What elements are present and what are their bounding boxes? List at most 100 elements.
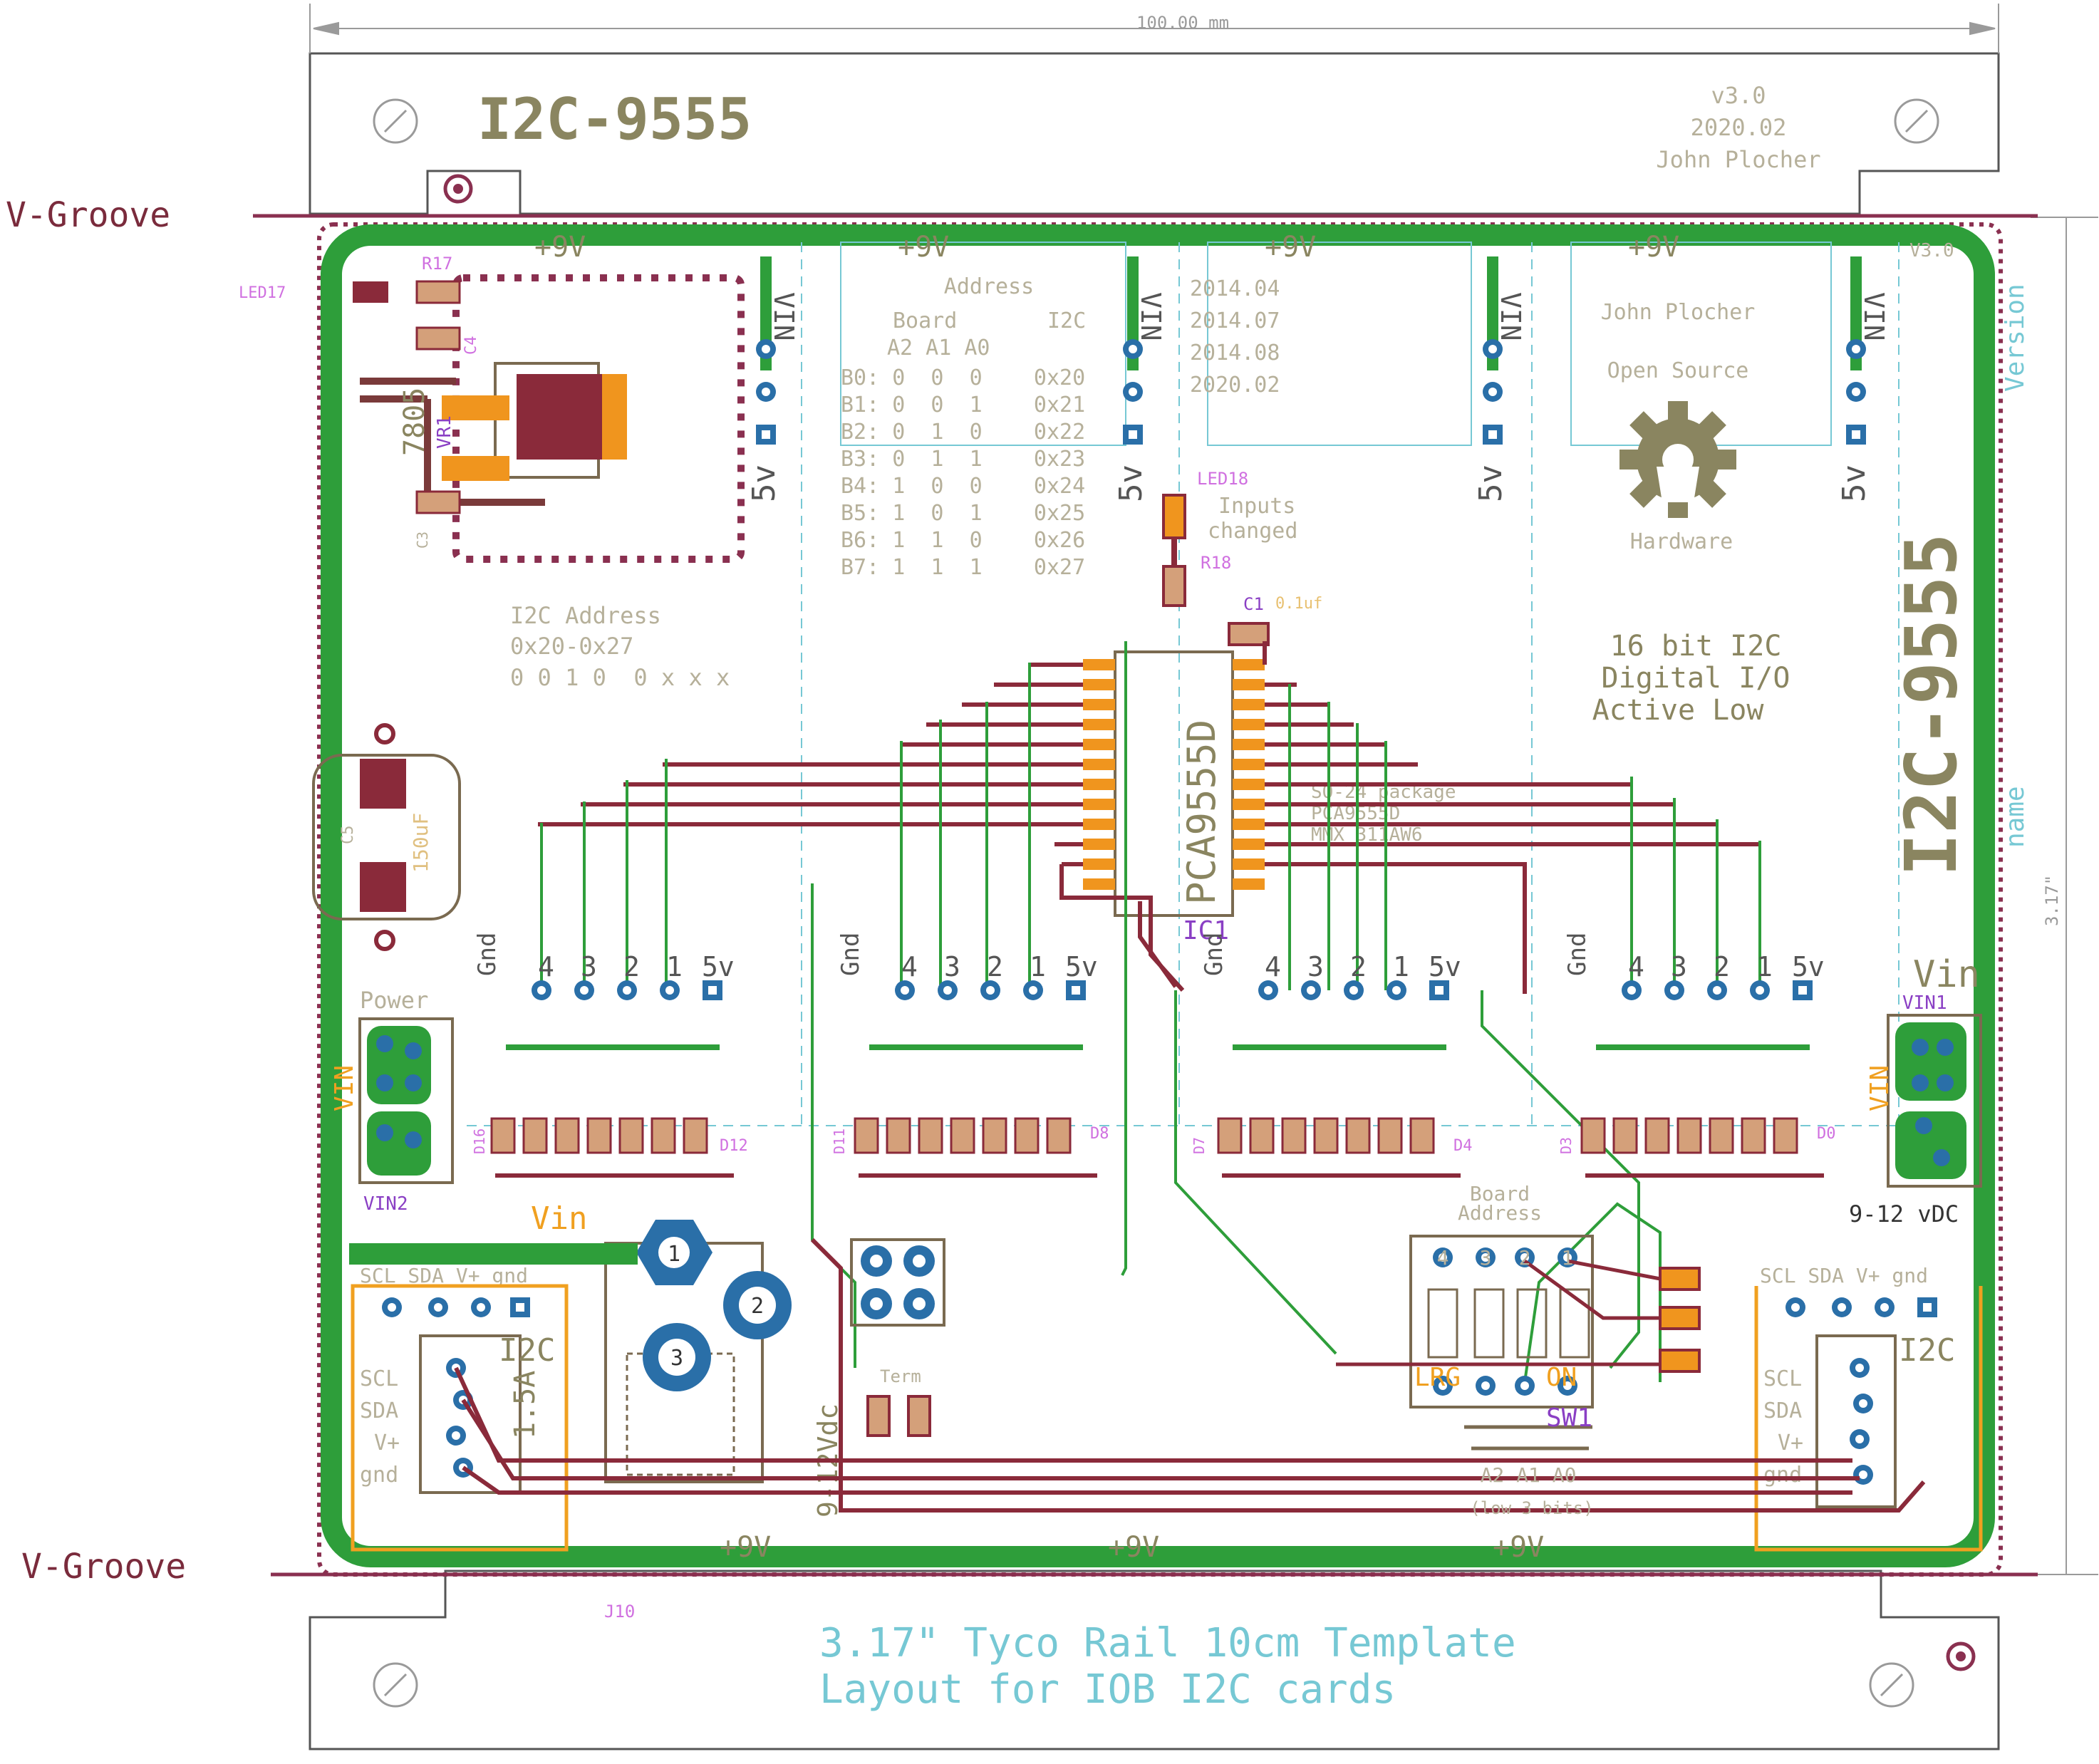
- svg-text:1: 1: [666, 951, 683, 982]
- i2c-right-top-labels: SCL SDA V+ gnd: [1760, 1264, 1928, 1287]
- power-label: Power: [360, 987, 428, 1014]
- i2c-right-gnd: gnd: [1763, 1463, 1802, 1488]
- svg-text:3: 3: [1671, 951, 1687, 982]
- description-3: Active Low: [1592, 694, 1765, 727]
- svg-text:1: 1: [1030, 951, 1046, 982]
- diode-ref-d12: D12: [720, 1137, 748, 1155]
- svg-text:VIN: VIN: [1858, 292, 1890, 341]
- sw-left-label: LRG: [1414, 1363, 1461, 1392]
- dip-num-1: 1: [1562, 1246, 1574, 1270]
- r18-label: R18: [1201, 553, 1231, 573]
- svg-text:VIN: VIN: [768, 292, 799, 341]
- side-version: Version: [2001, 284, 2030, 392]
- footer-line2: Layout for IOB I2C cards: [819, 1666, 1396, 1713]
- vin-big: Vin: [1913, 953, 1980, 996]
- diode-ref-d16: D16: [471, 1129, 488, 1154]
- r17-label: R17: [422, 254, 452, 274]
- vin-left-label: VIN: [330, 1065, 359, 1111]
- c5-capacitor: [312, 723, 461, 951]
- inputs-changed-1: Inputs: [1218, 494, 1295, 519]
- side-name: I2C-9555: [1890, 533, 1973, 876]
- diode-ref-d11: D11: [831, 1129, 848, 1154]
- i2c-connector-right: [1754, 1286, 1983, 1552]
- c1-label: C1: [1243, 594, 1264, 614]
- description-1: 16 bit I2C: [1610, 630, 1782, 663]
- svg-text:3: 3: [1307, 951, 1324, 982]
- mounting-holes: [373, 98, 1939, 1708]
- i2c-address-line1: I2C Address: [510, 602, 661, 629]
- svg-text:A2 A1 A0: A2 A1 A0: [887, 336, 990, 360]
- svg-text:2014.04: 2014.04: [1190, 276, 1280, 301]
- svg-text:B0: 0 0 0 0x20: B0: 0 0 0 0x20: [841, 365, 1085, 390]
- voltage-spec: 9-12 vDC: [1849, 1200, 1959, 1228]
- jack-pin-3: 3: [670, 1346, 683, 1371]
- i2c-left-top-labels: SCL SDA V+ gnd: [360, 1264, 528, 1287]
- svg-text:5v: 5v: [1836, 465, 1872, 502]
- svg-text:2: 2: [987, 951, 1003, 982]
- author: John Plocher: [1601, 300, 1756, 325]
- svg-text:Gnd: Gnd: [1563, 933, 1592, 976]
- dip-num-4: 4: [1437, 1246, 1449, 1270]
- a-bits-note: (low 3 bits): [1470, 1498, 1593, 1518]
- j10-label: J10: [604, 1602, 635, 1622]
- io-header-group-3: Gnd 4 3 2 1 5v: [1200, 933, 1461, 1178]
- vin1-label: VIN1: [1902, 992, 1947, 1014]
- board-address-1: Board: [1470, 1182, 1530, 1205]
- sw1-label: SW1: [1546, 1404, 1592, 1433]
- c5-label: C5: [339, 826, 357, 845]
- height-label: 3.17": [2042, 875, 2062, 926]
- ic1-label: IC1: [1183, 916, 1229, 945]
- i2c-address-line2: 0x20-0x27: [510, 633, 633, 660]
- dimension-right: [2031, 217, 2098, 1575]
- i2c-left-vplus: V+: [374, 1431, 400, 1456]
- svg-text:4: 4: [901, 951, 918, 982]
- i2c-left-title: I2C: [499, 1332, 555, 1369]
- chip-traces: [538, 641, 1760, 994]
- top-rail: [309, 52, 2000, 215]
- dc-jack: [349, 1220, 792, 1483]
- description-2: Digital I/O: [1602, 662, 1790, 695]
- svg-text:3: 3: [581, 951, 597, 982]
- svg-text:Address: Address: [944, 274, 1034, 299]
- r18: [1162, 565, 1186, 607]
- vin-jack-label: Vin: [531, 1200, 587, 1237]
- svg-text:3: 3: [944, 951, 960, 982]
- chip-label: PCA9555D: [1179, 720, 1224, 905]
- jack-pin-2: 2: [751, 1294, 764, 1319]
- svg-text:+9V: +9V: [720, 1531, 771, 1564]
- hardware: Hardware: [1630, 529, 1733, 554]
- svg-text:B4: 1 0 0 0x24: B4: 1 0 0 0x24: [841, 474, 1085, 499]
- svg-text:+9V: +9V: [1493, 1531, 1544, 1564]
- dimension-top: [309, 4, 1999, 53]
- i2c-left-sda: SDA: [360, 1399, 398, 1423]
- gear-icon: [1619, 401, 1736, 518]
- svg-text:5v: 5v: [1113, 465, 1149, 502]
- svg-text:VIN: VIN: [1495, 292, 1526, 341]
- inputs-changed-2: changed: [1208, 519, 1297, 544]
- open-source: Open Source: [1607, 358, 1749, 383]
- version-line3: John Plocher: [1656, 146, 1820, 173]
- svg-text:Board: Board: [893, 308, 957, 333]
- fiducials: [443, 174, 1976, 1671]
- term-label: Term: [880, 1366, 921, 1386]
- svg-text:B3: 0 1 1 0x23: B3: 0 1 1 0x23: [841, 447, 1085, 472]
- i2c-right-scl: SCL: [1763, 1366, 1802, 1391]
- svg-text:B5: 1 0 1 0x25: B5: 1 0 1 0x25: [841, 501, 1085, 526]
- term-header: [850, 1238, 945, 1437]
- diode-ref-d4: D4: [1453, 1137, 1473, 1155]
- svg-text:4: 4: [1265, 951, 1281, 982]
- board-address-2: Address: [1458, 1201, 1542, 1225]
- svg-text:5v: 5v: [1065, 951, 1098, 982]
- svg-text:B1: 0 0 1 0x21: B1: 0 0 1 0x21: [841, 393, 1085, 417]
- svg-text:B2: 0 1 0 0x22: B2: 0 1 0 0x22: [841, 420, 1085, 445]
- footer-line1: 3.17" Tyco Rail 10cm Template: [819, 1620, 1516, 1666]
- diode-ref-d8: D8: [1090, 1125, 1109, 1143]
- svg-text:4: 4: [538, 951, 554, 982]
- svg-text:2014.08: 2014.08: [1190, 341, 1280, 365]
- sw1-dip-switch: [1336, 1235, 1701, 1451]
- board-keepout: [317, 222, 2003, 1577]
- reg-part: 7805: [398, 388, 431, 456]
- svg-text:5v: 5v: [1429, 951, 1461, 982]
- c4-label: C4: [462, 336, 480, 356]
- version-line2: 2020.02: [1691, 114, 1787, 141]
